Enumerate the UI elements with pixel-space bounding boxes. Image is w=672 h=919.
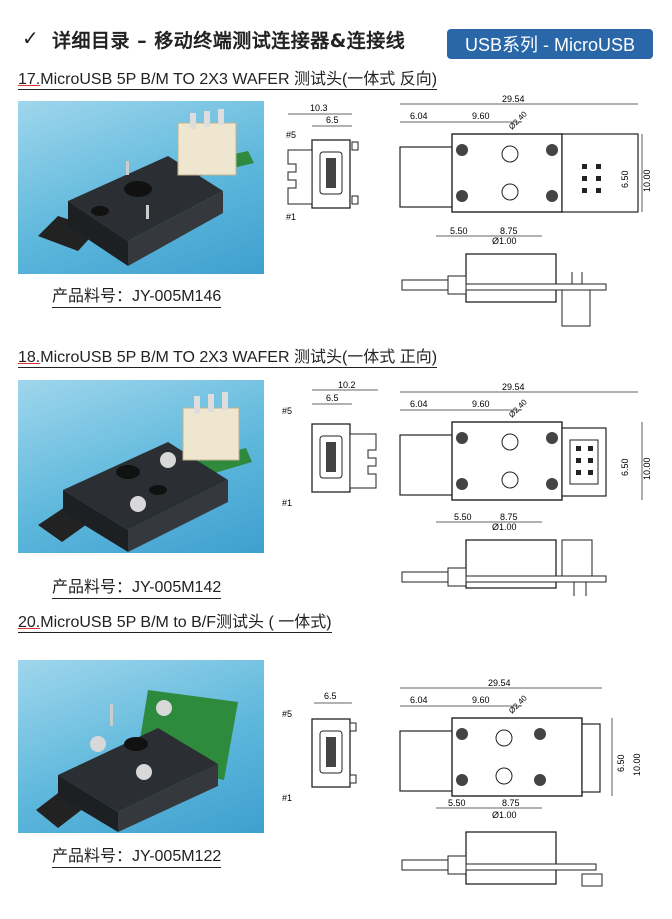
svg-text:6.5: 6.5: [326, 115, 339, 125]
svg-text:10.2: 10.2: [338, 380, 356, 390]
section-number: 20.: [18, 614, 41, 631]
side-view-drawing: 5.50 8.75 Ø1.00: [401, 798, 603, 887]
svg-text:6.04: 6.04: [410, 399, 428, 409]
svg-text:10.00: 10.00: [632, 753, 642, 776]
section-title-text: MicroUSB 5P B/M TO 2X3 WAFER 测试头(一体式 反向): [40, 71, 438, 88]
product-photo: [18, 660, 264, 833]
svg-text:6.5: 6.5: [324, 691, 337, 701]
svg-text:Ø2.40: Ø2.40: [507, 109, 529, 131]
part-number: 产品料号：JY-005M122: [52, 847, 222, 868]
front-view-drawing: 10.2 6.5 #5 #1: [282, 380, 378, 508]
svg-text:6.5: 6.5: [326, 393, 339, 403]
top-view-drawing: 29.54 6.04 9.60 Ø2.40 6.50 10.00: [399, 678, 642, 797]
svg-text:5.50: 5.50: [450, 226, 468, 236]
svg-text:29.54: 29.54: [502, 382, 525, 392]
side-view-drawing: 5.50 8.75 Ø1.00: [401, 512, 607, 596]
svg-text:10.00: 10.00: [642, 169, 652, 192]
front-view-drawing: 10.3 6.5 #5 #1: [286, 103, 359, 222]
page-title: 详细目录 – 移动终端测试连接器&连接线: [52, 30, 406, 52]
svg-text:Ø1.00: Ø1.00: [492, 236, 517, 246]
section-title-text: MicroUSB 5P B/M to B/F测试头 ( 一体式): [40, 614, 332, 631]
svg-text:#1: #1: [282, 498, 292, 508]
svg-text:9.60: 9.60: [472, 695, 490, 705]
front-view-drawing: 6.5 #5 #1: [282, 691, 357, 803]
part-number: 产品料号：JY-005M146: [52, 287, 222, 308]
svg-text:9.60: 9.60: [472, 399, 490, 409]
svg-text:6.04: 6.04: [410, 695, 428, 705]
svg-text:5.50: 5.50: [454, 512, 472, 522]
svg-text:5.50: 5.50: [448, 798, 466, 808]
svg-text:Ø1.00: Ø1.00: [492, 810, 517, 820]
svg-text:#5: #5: [282, 709, 292, 719]
section-number: 18.: [18, 349, 41, 366]
product-photo: [18, 101, 264, 274]
svg-text:6.04: 6.04: [410, 111, 428, 121]
svg-text:#1: #1: [286, 212, 296, 222]
top-view-drawing: 29.54 6.04 9.60 Ø2.40 6.50 10.00: [399, 382, 652, 501]
svg-text:#5: #5: [286, 130, 296, 140]
svg-text:Ø1.00: Ø1.00: [492, 522, 517, 532]
svg-text:6.50: 6.50: [620, 458, 630, 476]
svg-text:Ø2.40: Ø2.40: [507, 397, 529, 419]
section-title-text: MicroUSB 5P B/M TO 2X3 WAFER 测试头(一体式 正向): [40, 349, 438, 366]
check-mark-icon: ✓: [22, 26, 39, 50]
svg-text:#5: #5: [282, 406, 292, 416]
svg-text:#1: #1: [282, 793, 292, 803]
svg-text:6.50: 6.50: [616, 754, 626, 772]
product-photo: [18, 380, 264, 553]
section-title: 20.MicroUSB 5P B/M to B/F测试头 ( 一体式): [18, 613, 332, 633]
section-number: 17.: [18, 71, 41, 88]
svg-text:29.54: 29.54: [502, 94, 525, 104]
svg-text:9.60: 9.60: [472, 111, 490, 121]
svg-text:8.75: 8.75: [500, 512, 518, 522]
svg-text:29.54: 29.54: [488, 678, 511, 688]
part-number: 产品料号：JY-005M142: [52, 578, 222, 599]
series-badge: USB系列 - MicroUSB: [447, 29, 653, 59]
svg-text:10.00: 10.00: [642, 457, 652, 480]
section-title: 18.MicroUSB 5P B/M TO 2X3 WAFER 测试头(一体式 …: [18, 348, 438, 368]
side-view-drawing: 5.50 8.75 Ø1.00: [401, 226, 607, 327]
svg-text:10.3: 10.3: [310, 103, 328, 113]
svg-text:8.75: 8.75: [500, 226, 518, 236]
svg-text:Ø2.40: Ø2.40: [507, 693, 529, 715]
page-header: ✓ 详细目录 – 移动终端测试连接器&连接线 USB系列 - MicroUSB: [0, 0, 672, 70]
svg-text:8.75: 8.75: [502, 798, 520, 808]
section-title: 17.MicroUSB 5P B/M TO 2X3 WAFER 测试头(一体式 …: [18, 70, 438, 90]
svg-text:6.50: 6.50: [620, 170, 630, 188]
top-view-drawing: 29.54 6.04 9.60 Ø2.40 6.50 10.00: [399, 94, 652, 213]
